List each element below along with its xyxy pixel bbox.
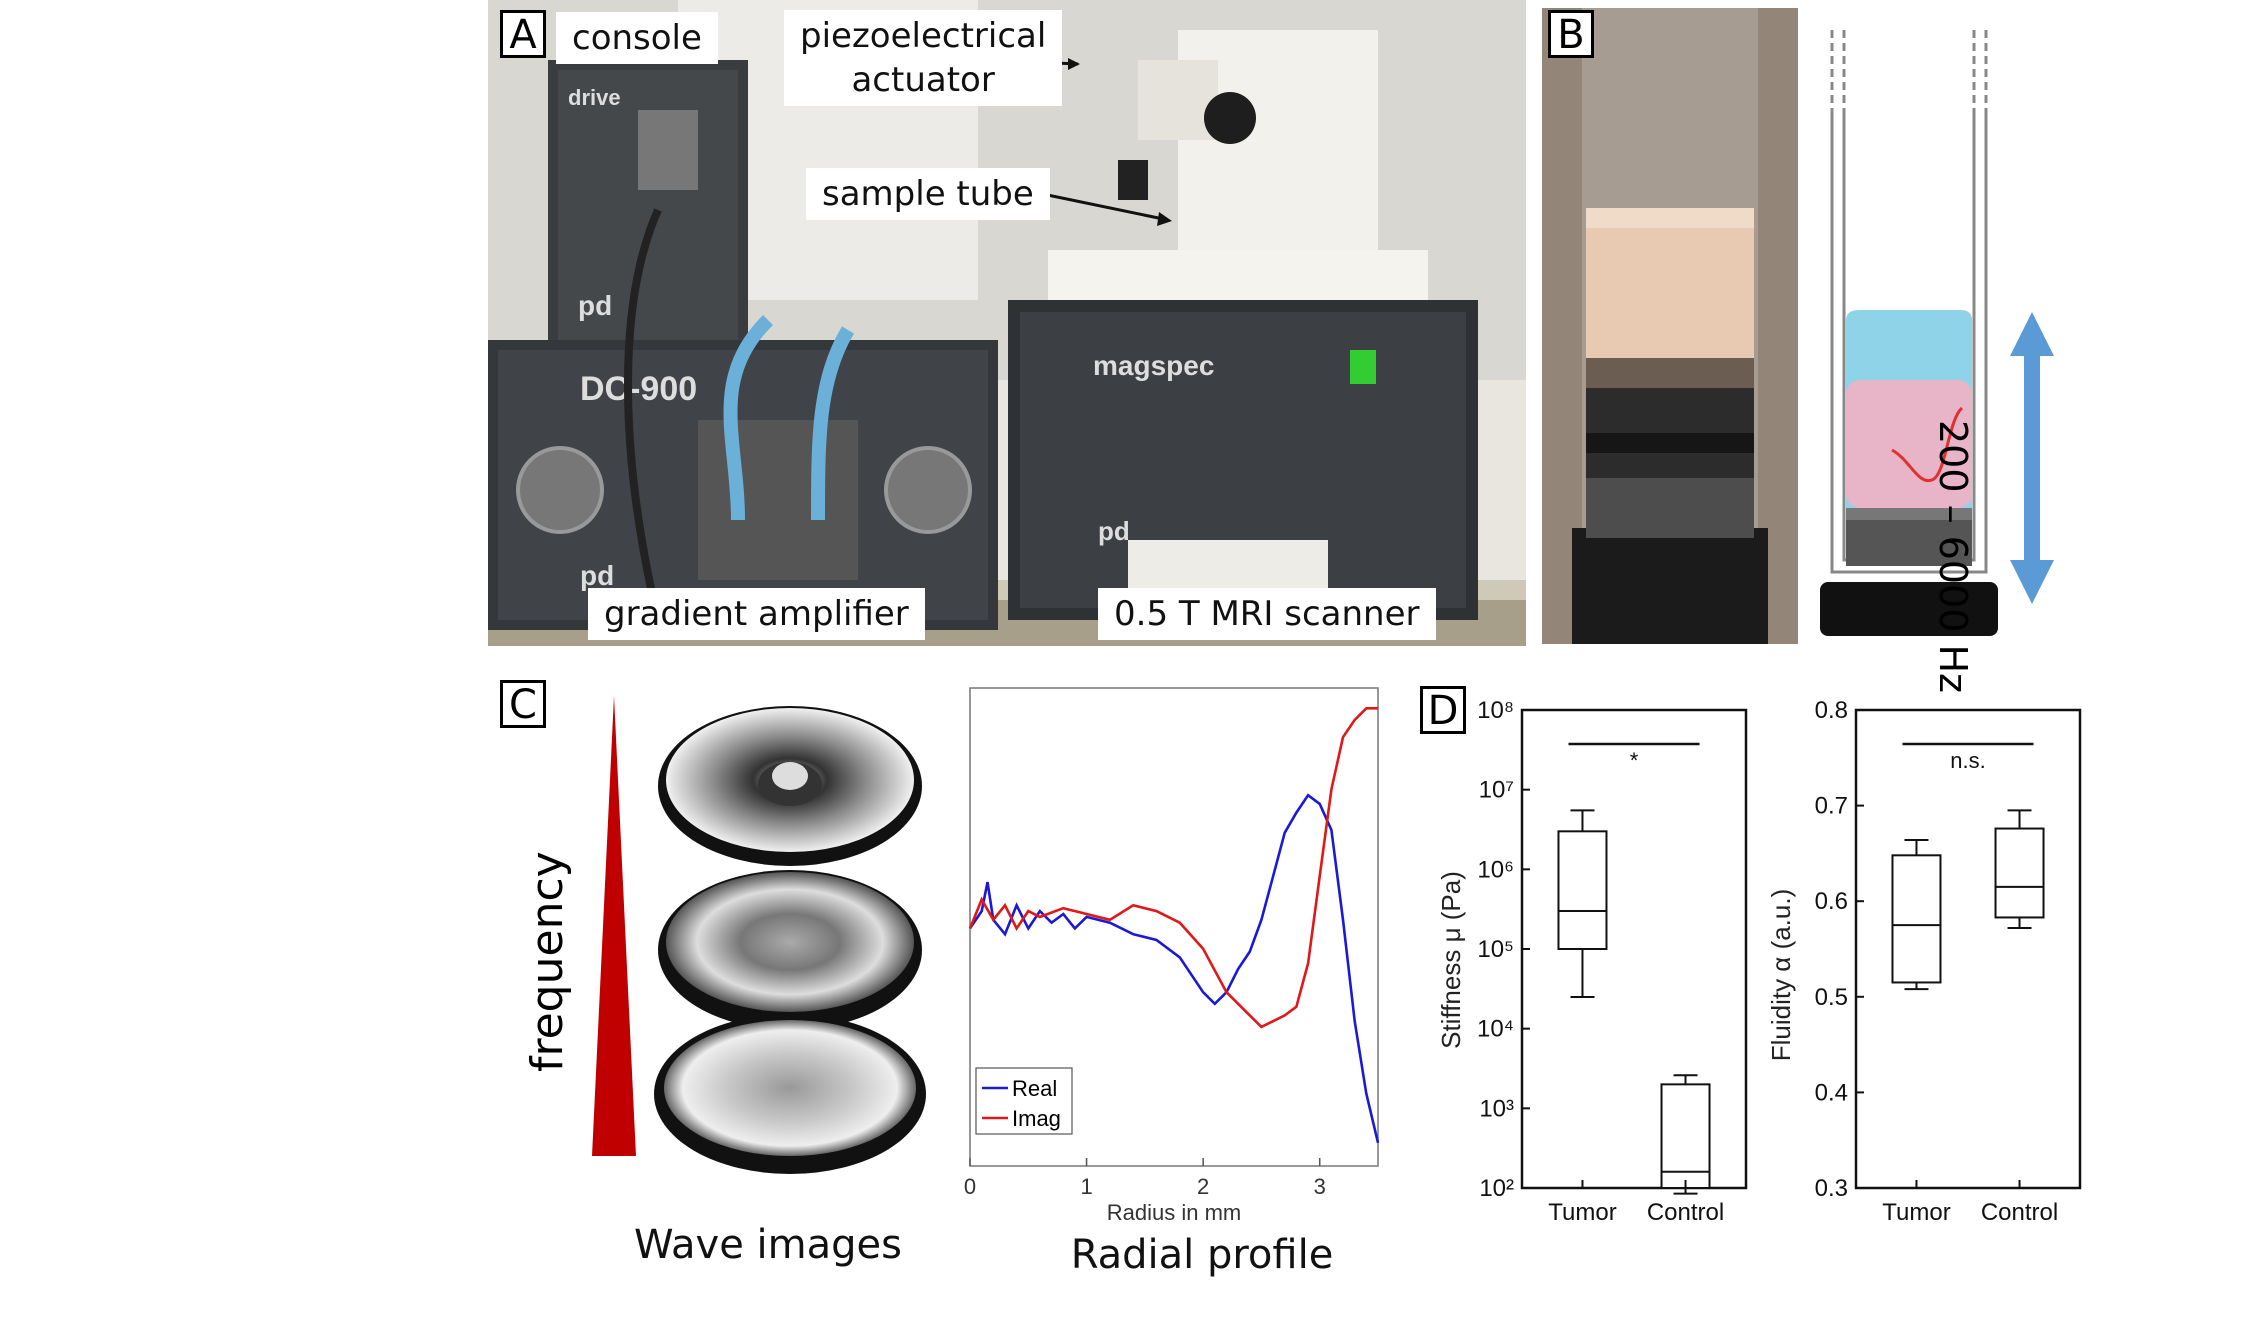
panel-letter-a: A (500, 10, 546, 58)
drive-text: drive (568, 85, 621, 110)
panel-b-photo (1542, 8, 1798, 644)
radial-profile-chart: 0 1 2 3 Real Imag Radius in mm (964, 687, 1380, 1225)
box-tumor (1891, 854, 1942, 984)
panel-letter-c: C (500, 680, 546, 728)
ytick-label: 0.7 (1815, 793, 1848, 820)
stiffness-ylabel: Stiffness μ (Pa) (1436, 871, 1466, 1049)
frequency-label: frequency (522, 851, 573, 1072)
dc-text: DC-900 (580, 370, 697, 408)
profile-xtick-label: 1 (1080, 1174, 1092, 1199)
ytick-label: 10⁷ (1479, 777, 1514, 804)
frequency-wedge (592, 696, 636, 1156)
wave-images-label: Wave images (634, 1222, 902, 1268)
wave-image-mid (658, 870, 922, 1030)
wave-image-high (658, 706, 922, 866)
xtick-label-tumor: Tumor (1548, 1199, 1616, 1226)
ytick-label: 10⁶ (1477, 856, 1514, 883)
ytick-label: 0.4 (1815, 1079, 1848, 1106)
profile-xtick-label: 0 (964, 1174, 976, 1199)
ytick-label: 0.5 (1815, 984, 1848, 1011)
profile-xtick-label: 3 (1314, 1174, 1326, 1199)
pd-text-console: pd (578, 290, 612, 321)
panel-letter-b: B (1548, 10, 1594, 58)
profile-line-real (968, 793, 1380, 1144)
label-console: console (556, 12, 718, 64)
box-control (1994, 827, 2045, 919)
wave-image-low (654, 1014, 926, 1174)
legend-real: Real (1012, 1076, 1057, 1101)
label-sample-tube: sample tube (806, 168, 1050, 220)
xtick-label-control: Control (1647, 1199, 1724, 1226)
profile-xlabel: Radius in mm (1107, 1200, 1241, 1225)
fluidity-ylabel: Fluidity α (a.u.) (1770, 889, 1796, 1062)
tube-schematic (1820, 30, 2054, 636)
radial-profile-label: Radial profile (1070, 1232, 1334, 1278)
frequency-range-arrow (2010, 312, 2054, 604)
stiffness-plot-area (1520, 708, 1748, 1190)
ytick-label: 10² (1479, 1175, 1514, 1202)
significance-label: * (1630, 748, 1639, 773)
ytick-label: 10⁴ (1477, 1016, 1514, 1043)
ytick-label: 10³ (1479, 1095, 1514, 1122)
xtick-label-control: Control (1981, 1199, 2058, 1226)
ytick-label: 0.8 (1815, 697, 1848, 724)
label-piezo: piezoelectrical actuator (784, 10, 1063, 106)
fluidity-plot-area (1854, 708, 2082, 1190)
profile-xtick-label: 2 (1197, 1174, 1209, 1199)
magspec-text: magspec (1093, 350, 1214, 381)
wave-curve (1891, 406, 1964, 483)
significance-label: n.s. (1950, 748, 1985, 773)
ytick-label: 0.3 (1815, 1175, 1848, 1202)
label-mri-scanner: 0.5 T MRI scanner (1098, 588, 1436, 640)
xtick-label-tumor: Tumor (1882, 1199, 1950, 1226)
fluidity-chart: Fluidity α (a.u.) 0.3 0.4 0.5 0.6 0.7 0.8 Tum… (1770, 697, 2082, 1226)
wave-images (654, 706, 926, 1174)
stiffness-chart: Stiffness μ (Pa) 10² 10³ 10⁴ 10⁵ 10⁶ 10⁷ 10⁸ T… (1436, 697, 1748, 1226)
legend-imag: Imag (1012, 1106, 1061, 1131)
profile-legend: Real Imag (975, 1067, 1073, 1135)
ytick-label: 0.6 (1815, 888, 1848, 915)
pd-text-amplifier: pd (580, 560, 614, 591)
box-control (1660, 1083, 1711, 1190)
box-tumor (1557, 830, 1608, 951)
base-block (1820, 582, 1998, 636)
panel-letter-d: D (1420, 686, 1466, 734)
sample-region (1846, 380, 1972, 508)
ytick-label: 10⁵ (1477, 936, 1514, 963)
tube-photo (1542, 8, 1798, 644)
label-gradient-amplifier: gradient amplifier (588, 588, 925, 640)
profile-line-imag (968, 707, 1378, 1029)
pd-text-mri: pd (1098, 516, 1130, 546)
ytick-label: 10⁸ (1477, 697, 1514, 724)
